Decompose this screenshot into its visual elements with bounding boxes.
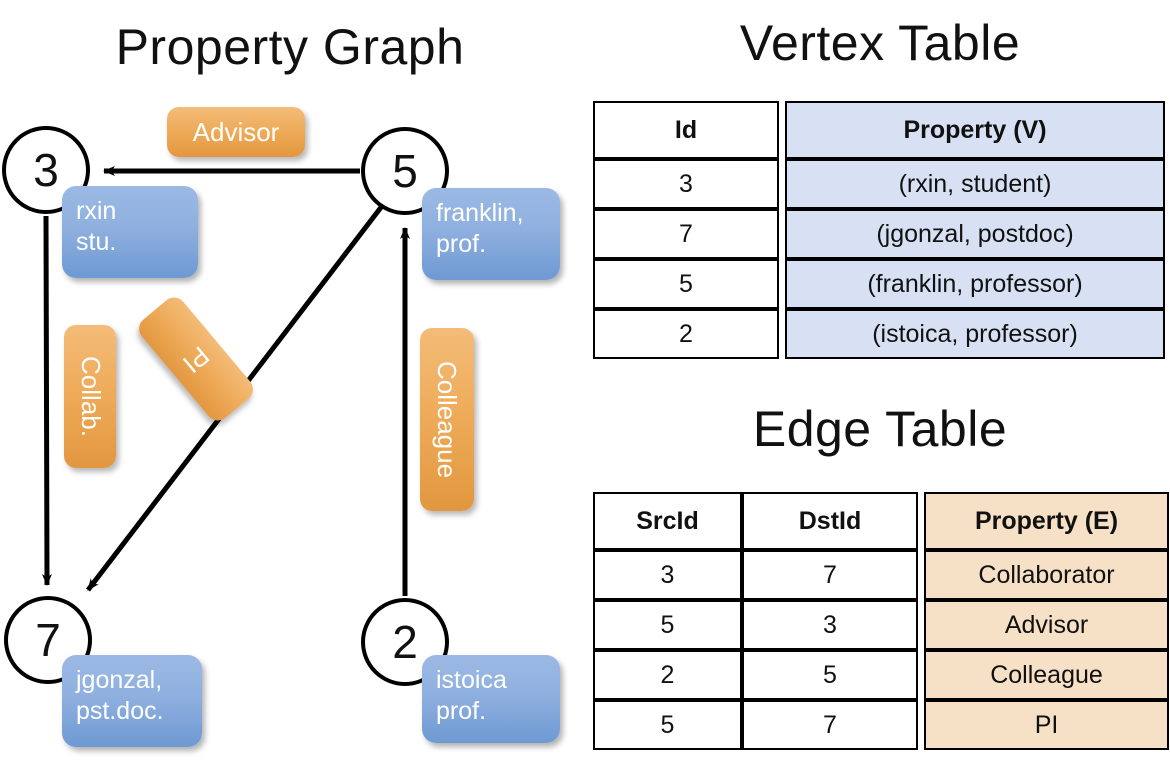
table-row: 7 (jgonzal, postdoc): [593, 209, 1165, 259]
graph-node-2[interactable]: 2: [361, 598, 449, 686]
edge-label-collab: Collab.: [64, 325, 116, 468]
edge-row-0-property: Collaborator: [924, 550, 1169, 600]
page-title-vertex-table: Vertex Table: [739, 15, 1021, 71]
edge-label-advisor: Advisor: [167, 107, 305, 157]
edge-table-header-srcid: SrcId: [593, 492, 742, 550]
vertex-property-box-7-line1: jgonzal,: [76, 666, 163, 694]
graph-node-5[interactable]: 5: [361, 127, 449, 215]
table-header-row: SrcId DstId Property (E): [593, 492, 1169, 550]
vertex-row-3-property: (istoica, professor): [785, 309, 1165, 359]
vertex-property-box-3-line2: stu.: [76, 228, 117, 257]
edge-row-2-dst: 5: [742, 650, 918, 700]
vertex-property-box-3: rxin stu.: [62, 186, 198, 278]
vertex-property-box-5-line2: prof.: [436, 230, 487, 259]
vertex-row-0-property: (rxin, student): [785, 159, 1165, 209]
edge-row-0-src: 3: [593, 550, 742, 600]
vertex-property-box-7: jgonzal, pst.doc.: [62, 655, 202, 747]
edge-row-3-dst: 7: [742, 700, 918, 750]
vertex-property-box-5-line1: franklin,: [436, 199, 524, 227]
graph-node-2-label: 2: [392, 616, 418, 668]
edge-row-0-dst: 7: [742, 550, 918, 600]
graph-node-5-label: 5: [392, 145, 418, 197]
vertex-table-header-id: Id: [593, 101, 779, 159]
edge-row-1-src: 5: [593, 600, 742, 650]
vertex-row-0-id: 3: [593, 159, 779, 209]
table-row: 3 (rxin, student): [593, 159, 1165, 209]
vertex-property-box-7-line2: pst.doc.: [76, 697, 164, 726]
edge-label-advisor-text: Advisor: [192, 116, 280, 147]
edge-table-header-property: Property (E): [924, 492, 1169, 550]
edge-row-2-property: Colleague: [924, 650, 1169, 700]
vertex-property-box-5: franklin, prof.: [422, 188, 560, 280]
vertex-table-header-property: Property (V): [785, 101, 1165, 159]
page-title-edge-table: Edge Table: [752, 401, 1008, 457]
vertex-property-box-2: istoica prof.: [422, 655, 560, 743]
graph-node-7-label: 7: [35, 614, 61, 666]
vertex-row-3-id: 2: [593, 309, 779, 359]
edge-line-collab: [41, 215, 52, 586]
edge-row-1-dst: 3: [742, 600, 918, 650]
edge-table-header-dstid: DstId: [742, 492, 918, 550]
edge-row-3-property: PI: [924, 700, 1169, 750]
edge-table: SrcId DstId Property (E) 3 7 Collaborato…: [593, 492, 1169, 750]
edge-label-colleague: Colleague: [420, 328, 474, 511]
edge-label-pi-text: PI: [177, 339, 216, 379]
property-graph-panel: Property Graph 3 5 7 2 rxin stu. frankli…: [2, 19, 560, 747]
table-row: 2 (istoica, professor): [593, 309, 1165, 359]
edge-row-2-src: 2: [593, 650, 742, 700]
table-row: 5 (franklin, professor): [593, 259, 1165, 309]
edge-label-colleague-text: Colleague: [432, 360, 463, 479]
edge-label-collab-text: Collab.: [75, 356, 106, 437]
page-title-property-graph: Property Graph: [115, 19, 465, 75]
vertex-row-1-property: (jgonzal, postdoc): [785, 209, 1165, 259]
vertex-row-1-id: 7: [593, 209, 779, 259]
vertex-row-2-property: (franklin, professor): [785, 259, 1165, 309]
table-header-row: Id Property (V): [593, 101, 1165, 159]
table-row: 3 7 Collaborator: [593, 550, 1169, 600]
vertex-row-2-id: 5: [593, 259, 779, 309]
vertex-property-box-2-line2: prof.: [436, 697, 487, 726]
graph-node-3-label: 3: [33, 144, 59, 196]
edge-row-1-property: Advisor: [924, 600, 1169, 650]
table-row: 2 5 Colleague: [593, 650, 1169, 700]
vertex-property-box-2-line1: istoica: [436, 666, 507, 694]
vertex-property-box-3-line1: rxin: [76, 197, 117, 225]
edge-row-3-src: 5: [593, 700, 742, 750]
table-row: 5 7 PI: [593, 700, 1169, 750]
table-row: 5 3 Advisor: [593, 600, 1169, 650]
vertex-table: Id Property (V) 3 (rxin, student) 7 (jgo…: [593, 101, 1165, 359]
